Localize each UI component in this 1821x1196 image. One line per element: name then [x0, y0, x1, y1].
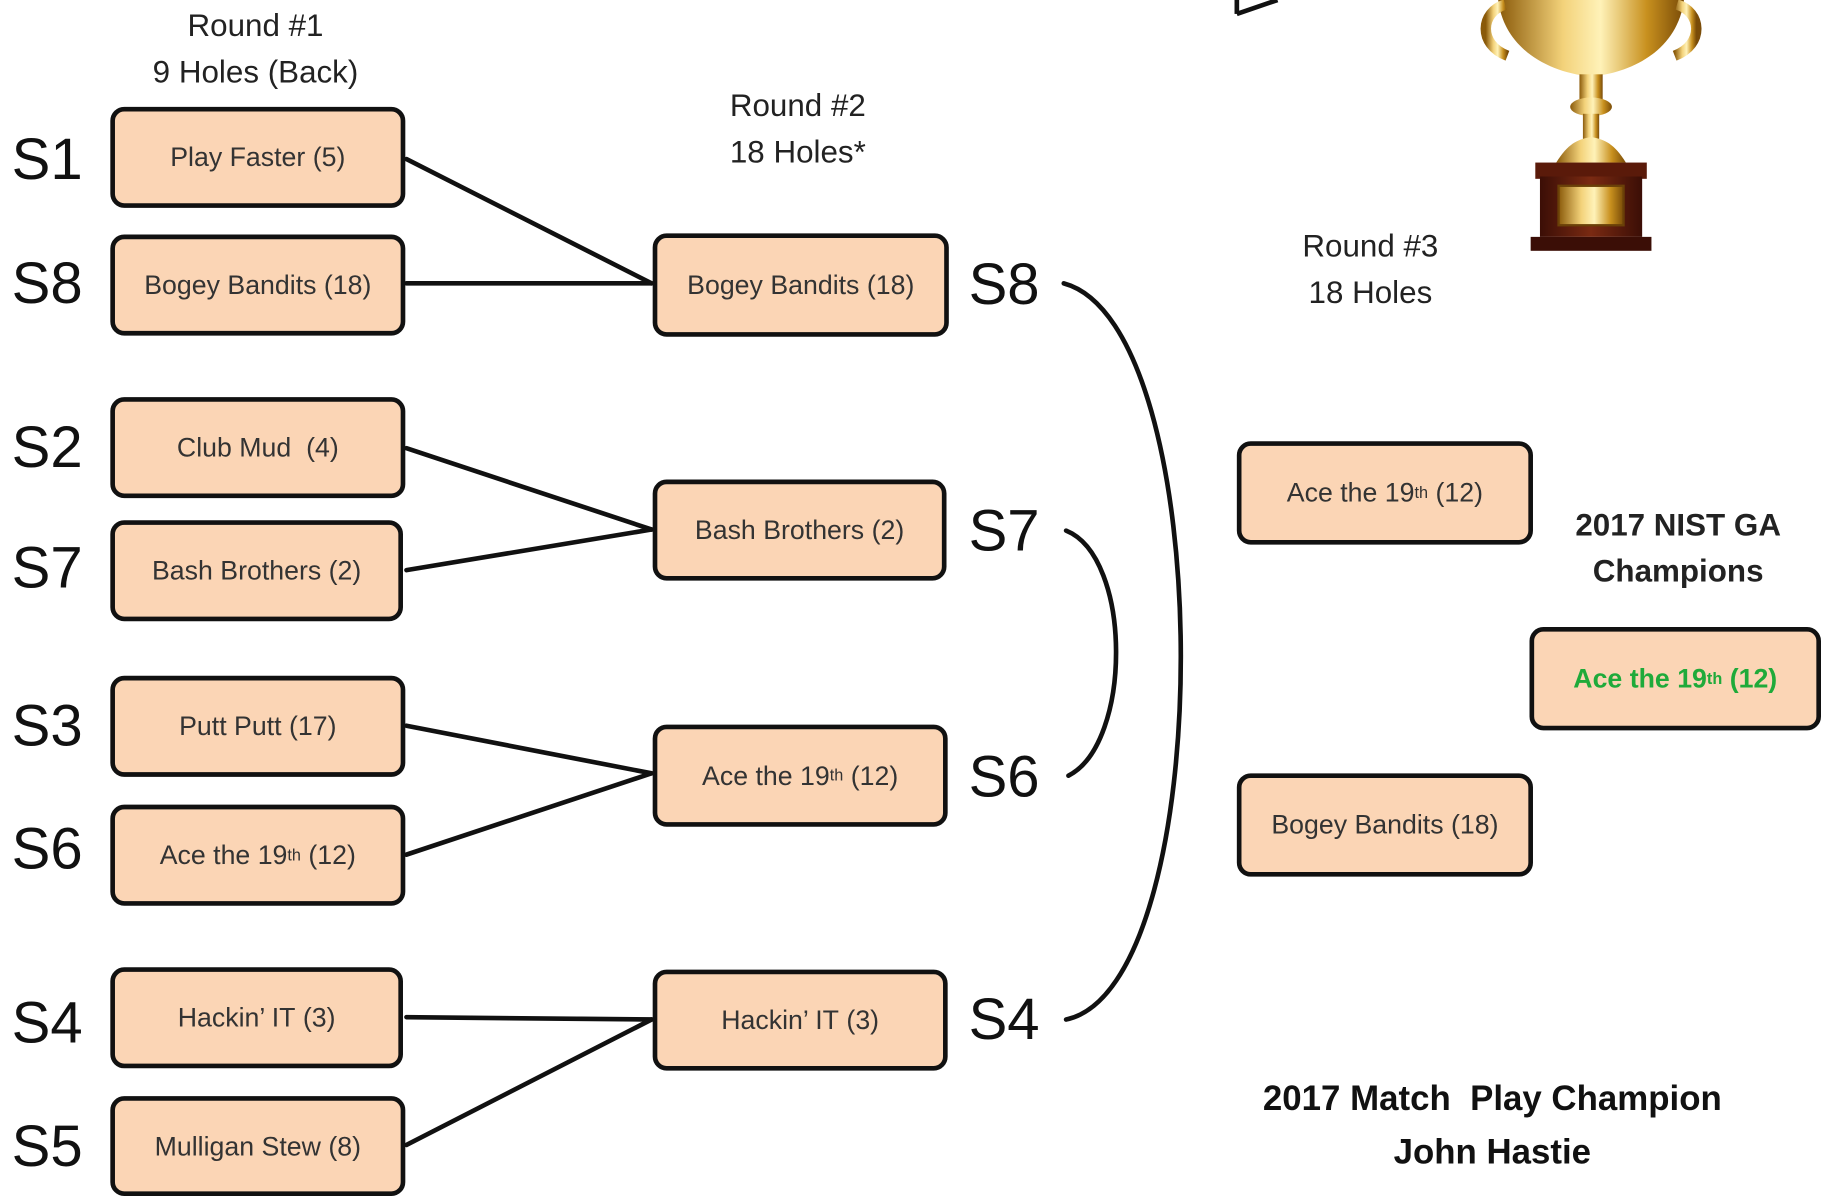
connector-s2-r2	[404, 445, 654, 532]
team-box-club-mud: Club Mud (4)	[110, 397, 406, 499]
team-score: (5)	[312, 141, 346, 172]
team-box-play-faster: Play Faster (5)	[110, 106, 406, 208]
seed-label-r1-3: S2	[11, 414, 83, 480]
seed-label-r1-1: S1	[11, 126, 83, 192]
connector-s1-r2	[404, 156, 654, 286]
team-name: Play Faster	[170, 141, 306, 172]
team-score: (17)	[288, 710, 337, 741]
seed-label-r1-7: S4	[11, 990, 83, 1056]
seed-label-r1-8: S5	[11, 1113, 83, 1179]
seed-label-r2-1: S8	[968, 251, 1040, 317]
team-name: Ace the 19	[1286, 477, 1415, 508]
team-name: Mulligan Stew	[154, 1130, 321, 1161]
team-name: Bogey Bandits	[1271, 809, 1444, 840]
r2-box-hackin-it: Hackin’ IT (3)	[652, 969, 948, 1071]
team-box-putt-putt: Putt Putt (17)	[110, 675, 406, 777]
team-score: (12)	[1729, 663, 1778, 694]
round-2-title: Round #2	[729, 88, 866, 124]
team-box-mulligan-stew: Mulligan Stew (8)	[110, 1096, 406, 1196]
r3-box-bogey-bandits: Bogey Bandits (18)	[1236, 773, 1533, 877]
round-3-title: Round #3	[1302, 228, 1439, 264]
round-2-subtitle: 18 Holes*	[729, 134, 866, 170]
champions-title-line-1: 2017 NIST GA	[1575, 507, 1781, 543]
connector-s3-r2	[404, 723, 654, 776]
team-name: Ace the 19	[1573, 663, 1707, 694]
team-name: Bash Brothers	[151, 555, 322, 586]
round-3-header: Round #3 18 Holes	[1231, 223, 1510, 316]
team-score: (18)	[323, 269, 372, 300]
match-play-name: John Hastie	[1393, 1133, 1592, 1172]
team-name: Bash Brothers	[694, 514, 865, 545]
team-name: Putt Putt	[179, 710, 282, 741]
team-score: (18)	[1451, 809, 1499, 840]
trophy-icon	[1234, 0, 1702, 251]
team-score: (12)	[308, 839, 356, 870]
round-3-subtitle: 18 Holes	[1308, 275, 1433, 311]
connector-s4-r2	[404, 1014, 654, 1022]
team-box-bash-brothers: Bash Brothers (2)	[110, 520, 403, 622]
team-score: (2)	[871, 514, 905, 545]
team-score: (3)	[302, 1002, 336, 1033]
connector-s5-r2	[404, 1017, 654, 1148]
team-score: (12)	[850, 759, 899, 791]
seed-label-r1-5: S3	[11, 693, 83, 759]
team-score: (4)	[306, 431, 339, 463]
seed-label-r2-2: S7	[968, 498, 1040, 564]
match-play-title: 2017 Match Play Champion	[1262, 1079, 1722, 1119]
team-name: Ace the 19	[702, 759, 830, 791]
seed-label-r1-4: S7	[11, 535, 83, 601]
connector-s6-r2	[404, 771, 654, 857]
team-name: Ace the 19	[159, 839, 288, 870]
champions-title-line-2: Champions	[1592, 553, 1764, 589]
connector-s7-r2	[404, 527, 654, 573]
team-name: Bogey Bandits	[687, 269, 860, 300]
champions-title: 2017 NIST GA Champions	[1533, 502, 1821, 595]
seed-label-r2-4: S4	[968, 986, 1040, 1053]
team-name: Hackin’ IT	[177, 1002, 296, 1033]
team-score: (2)	[328, 555, 362, 586]
team-score: (18)	[866, 269, 915, 300]
team-score: (3)	[846, 1004, 880, 1035]
team-box-bogey-bandits: Bogey Bandits (18)	[110, 234, 406, 336]
team-name: Hackin’ IT	[721, 1004, 840, 1035]
team-name: Club Mud	[176, 431, 292, 463]
connector-s7-s6-arc	[1063, 528, 1119, 778]
team-name: Bogey Bandits	[144, 269, 317, 300]
round-1-header: Round #1 9 Holes (Back)	[116, 2, 395, 95]
connector-s8-s4-arc	[1061, 281, 1184, 1022]
seed-label-r2-3: S6	[968, 744, 1040, 810]
round-2-header: Round #2 18 Holes*	[658, 82, 937, 175]
round-1-subtitle: 9 Holes (Back)	[152, 54, 359, 90]
r2-box-bash-brothers: Bash Brothers (2)	[652, 479, 947, 581]
match-play-champion: 2017 Match Play Champion John Hastie	[1219, 1073, 1765, 1180]
team-box-hackin-it: Hackin’ IT (3)	[110, 967, 403, 1069]
r2-box-bogey-bandits: Bogey Bandits (18)	[652, 233, 949, 337]
round-1-title: Round #1	[187, 8, 324, 43]
team-score: (12)	[1435, 477, 1484, 508]
team-score: (8)	[328, 1130, 361, 1161]
seed-label-r1-2: S8	[11, 250, 83, 316]
seed-label-r1-6: S6	[11, 816, 83, 882]
